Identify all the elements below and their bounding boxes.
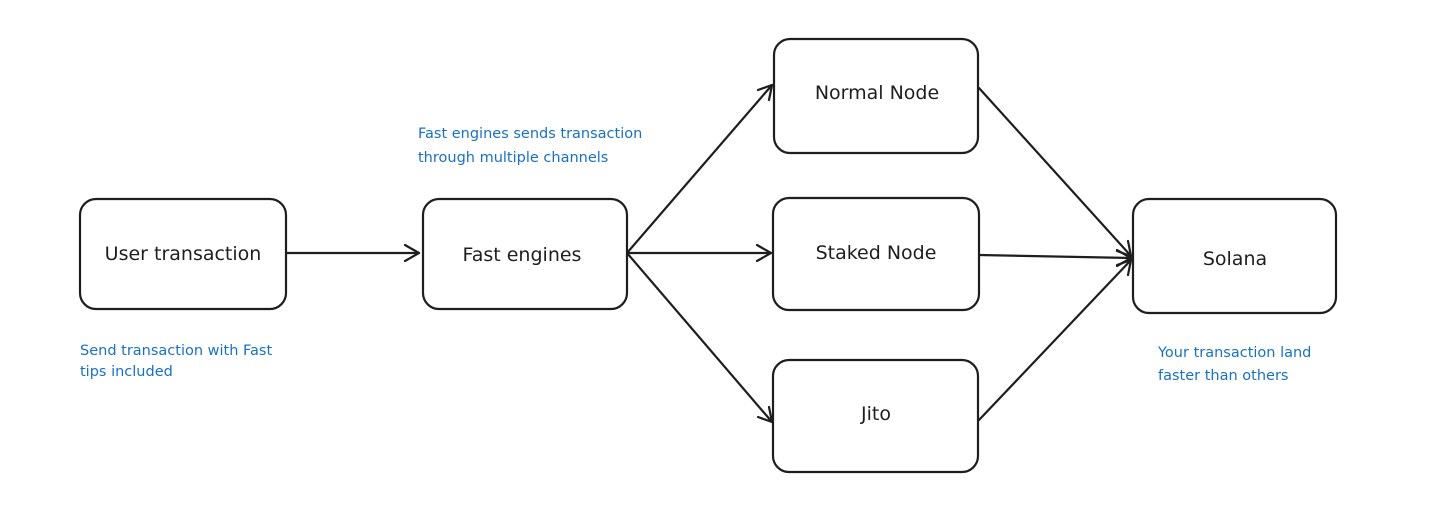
edges — [285, 83, 1133, 424]
arrowhead-engines-to-staked — [755, 243, 773, 263]
node-label-jito: Jito — [860, 403, 891, 425]
edge-jito-to-solana — [977, 258, 1133, 422]
arrowhead-user-to-engines — [403, 243, 421, 263]
note-engines-line-2: through multiple channels — [418, 150, 608, 166]
node-label-fast-engines: Fast engines — [463, 244, 582, 266]
node-user-transaction: User transaction — [78, 197, 288, 311]
arrowhead-engines-to-normal — [756, 83, 774, 102]
node-jito: Jito — [771, 358, 980, 474]
node-label-staked-node: Staked Node — [816, 242, 937, 264]
node-label-solana: Solana — [1203, 248, 1267, 270]
node-label-user-transaction: User transaction — [105, 243, 262, 265]
note-fast-engines: Fast engines sends transaction through m… — [418, 126, 642, 166]
note-solana: Your transaction land faster than others — [1157, 345, 1311, 384]
note-solana-line-1: Your transaction land — [1157, 345, 1311, 361]
edge-engines-to-normal — [625, 83, 774, 255]
edge-staked-to-solana — [977, 253, 1133, 260]
node-normal-node: Normal Node — [772, 37, 980, 155]
note-user-line-1: Send transaction with Fast — [80, 343, 272, 359]
arrowhead-jito-to-solana — [1115, 258, 1133, 277]
edge-normal-to-solana — [977, 86, 1133, 258]
note-user-transaction: Send transaction with Fast tips included — [80, 343, 272, 380]
node-fast-engines: Fast engines — [421, 197, 629, 311]
node-label-normal-node: Normal Node — [815, 82, 939, 104]
note-engines-line-1: Fast engines sends transaction — [418, 126, 642, 142]
node-staked-node: Staked Node — [771, 196, 981, 312]
edge-engines-to-jito — [625, 251, 774, 424]
note-solana-line-2: faster than others — [1158, 368, 1288, 384]
note-user-line-2: tips included — [80, 364, 173, 380]
node-solana: Solana — [1131, 197, 1338, 315]
